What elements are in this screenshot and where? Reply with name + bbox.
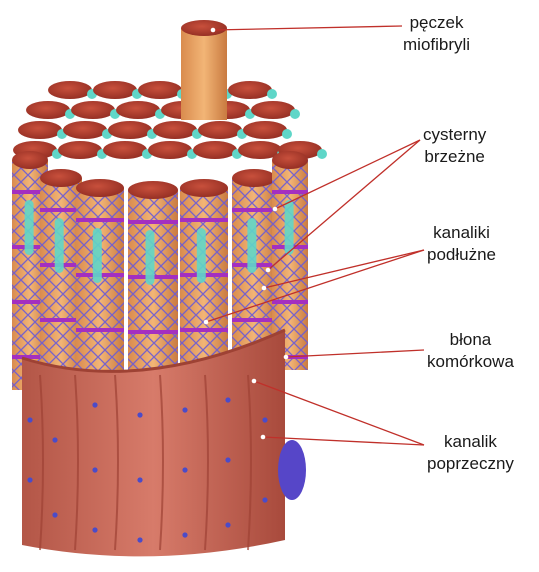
myofibril-top: [48, 81, 92, 99]
cistern: [285, 200, 294, 255]
myofibril-top: [76, 179, 124, 197]
cistern-node: [317, 149, 327, 159]
membrane-dot: [182, 407, 187, 412]
myofibril-top: [251, 101, 295, 119]
membrane-dot: [52, 512, 57, 517]
membrane-dot: [225, 522, 230, 527]
myofibril-top: [116, 101, 160, 119]
myofibril-top: [228, 81, 272, 99]
myofibril-top: [103, 141, 147, 159]
cistern-node: [267, 89, 277, 99]
transverse-tubule-opening: [278, 440, 306, 500]
myofibril-top: [180, 179, 228, 197]
myofibril-top: [108, 121, 152, 139]
t-tubule-band: [272, 190, 308, 194]
t-tubule-band: [180, 218, 228, 222]
cistern-node: [282, 129, 292, 139]
cistern-node: [290, 109, 300, 119]
myofibril-top: [18, 121, 62, 139]
myofibril-tops: [13, 81, 327, 159]
membrane-dot: [137, 537, 142, 542]
myofibril-top: [148, 141, 192, 159]
membrane-dot: [262, 417, 267, 422]
cistern: [146, 230, 155, 285]
myofibril-top: [12, 151, 48, 169]
membrane-dot: [137, 412, 142, 417]
membrane-dot: [92, 467, 97, 472]
label-cell-membrane: błonakomórkowa: [427, 329, 514, 373]
cistern: [93, 228, 102, 283]
myofibril-top: [272, 151, 308, 169]
membrane-dot: [27, 417, 32, 422]
t-tubule-band: [232, 318, 276, 322]
label-longitudinal-tubules: kanalikipodłużne: [427, 222, 496, 266]
t-tubule-band: [272, 300, 308, 304]
cistern: [55, 218, 64, 273]
cistern: [25, 200, 34, 255]
t-tubule-band: [232, 208, 276, 212]
myofibril-top: [128, 181, 178, 199]
myofibril-top: [193, 141, 237, 159]
t-tubule-band: [128, 330, 178, 334]
membrane-dot: [92, 402, 97, 407]
leader-bundle: [213, 26, 402, 30]
t-tubule-band: [180, 328, 228, 332]
t-tubule-band: [76, 328, 124, 332]
membrane-dot: [182, 467, 187, 472]
myofibril-top: [71, 101, 115, 119]
t-tubule-band: [128, 220, 178, 224]
membrane-dot: [225, 457, 230, 462]
cistern: [247, 218, 256, 273]
membrane-dot: [225, 397, 230, 402]
myofibril-top: [232, 169, 276, 187]
label-transverse-tubule: kanalikpoprzeczny: [427, 431, 514, 475]
myofibril-top: [93, 81, 137, 99]
cistern: [197, 228, 206, 283]
membrane-dot: [137, 477, 142, 482]
myofibril-top: [58, 141, 102, 159]
t-tubule-band: [40, 318, 82, 322]
myofibril-top: [63, 121, 107, 139]
myofibril-top: [198, 121, 242, 139]
t-tubule-band: [76, 218, 124, 222]
myofibril-top: [243, 121, 287, 139]
membrane-dot: [262, 497, 267, 502]
myofibril-top: [40, 169, 82, 187]
label-terminal-cisterns: cysternybrzeżne: [423, 124, 486, 168]
myofibril-top: [26, 101, 70, 119]
membrane-dot: [92, 527, 97, 532]
myofibril-top: [138, 81, 182, 99]
label-myofibril-bundle: pęczekmiofibryli: [403, 12, 470, 56]
t-tubule-band: [40, 208, 82, 212]
myofibril-top: [153, 121, 197, 139]
membrane-dot: [182, 532, 187, 537]
projecting-myofibril: [181, 20, 227, 120]
membrane-dot: [27, 477, 32, 482]
membrane-dot: [52, 437, 57, 442]
